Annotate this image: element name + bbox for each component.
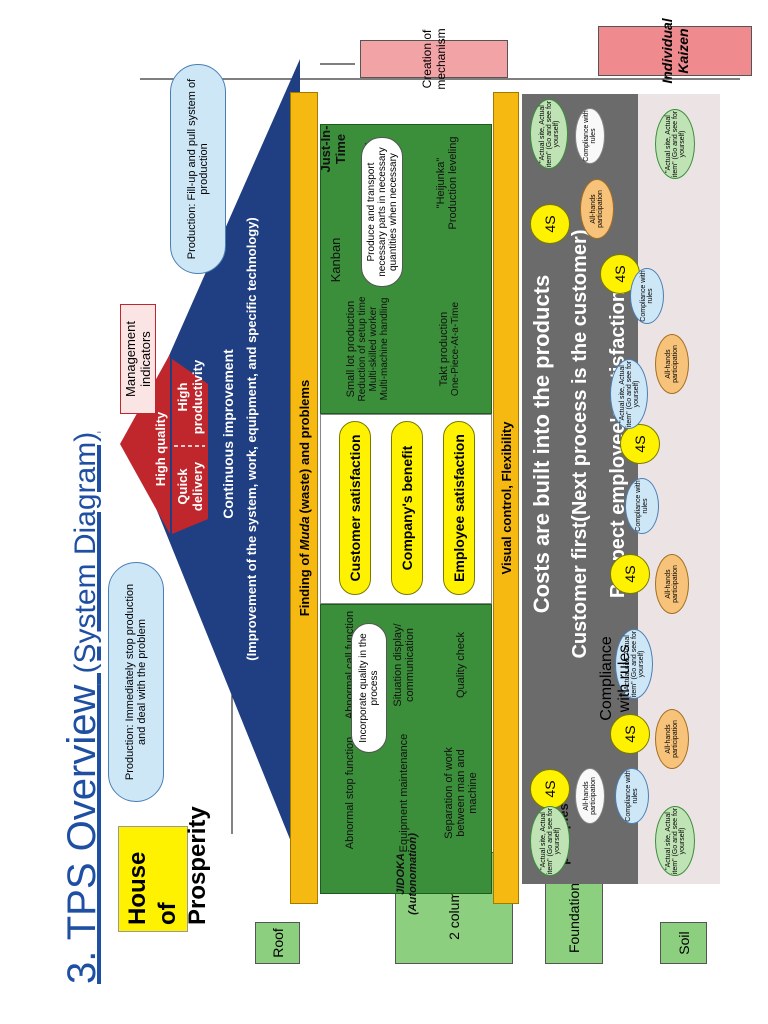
soil-allhands-5: All-hands participation xyxy=(580,179,614,239)
fours-bubble-3: 4S xyxy=(610,554,650,594)
soil-allhands-2: All-hands participation xyxy=(655,709,689,769)
soil-allhands-1: All-hands participation xyxy=(575,768,605,824)
jit-small-lot-b3: Multi-machine handling xyxy=(378,297,390,401)
fours-bubble-6: 4S xyxy=(530,204,570,244)
soil-allhands-4: All-hands participation xyxy=(655,334,689,394)
center-pill-employee: Employee satisfaction xyxy=(443,421,475,595)
center-pill-company: Company's benefit xyxy=(391,421,423,595)
soil-actual-site-4: "Actual site, Actual item" (Go and see f… xyxy=(610,359,648,429)
jit-small-lot-title: Small lot production xyxy=(344,300,357,398)
muda-bar-em: Muda xyxy=(296,516,312,551)
soil-actual-site-1: "Actual site, Actual item" (Go and see f… xyxy=(530,806,570,876)
roof-red-triangle xyxy=(120,354,170,534)
roof-continuous-improvement: Continuous improvement xyxy=(220,349,236,519)
jidoka-callout: Production: Immediately stop production … xyxy=(108,562,164,802)
muda-bar-after: (waste) and problems xyxy=(296,379,312,514)
jit-small-lot: Small lot production Reduction of setup … xyxy=(327,289,407,409)
soil-compliance-5: Compliance with rules xyxy=(575,108,605,164)
jit-kanban: Kanban xyxy=(327,237,343,283)
jidoka-item-2: Equipment maintenance xyxy=(398,733,410,853)
jidoka-title: JIDOKA (Autonomation) xyxy=(395,833,419,915)
jidoka-item-6: Quality check xyxy=(455,631,467,699)
soil-actual-site-2: "Actual site, Actual item" (Go and see f… xyxy=(655,806,695,876)
fours-bubble-1: 4S xyxy=(530,769,570,809)
jit-heijunka: "Heijunka" Production leveling xyxy=(435,136,459,230)
jidoka-item-3: Separation of work between man and machi… xyxy=(443,747,479,839)
management-indicators-box: Management indicators xyxy=(120,304,156,414)
visual-control-bar: Visual control, Flexibility xyxy=(493,92,519,904)
soil-compliance-2: Compliance with rules xyxy=(598,636,633,720)
roof-quick-delivery: Quick delivery xyxy=(175,461,205,512)
fours-bubble-4: 4S xyxy=(620,424,660,464)
jidoka-column: JIDOKA (Autonomation) Abnormal stop func… xyxy=(320,604,492,915)
jidoka-bubble: Incorporate quality in the process xyxy=(351,623,387,753)
soil-compliance-4: Compliance with rules xyxy=(630,268,664,324)
center-column: Customer satisfaction Company's benefit … xyxy=(320,414,492,604)
center-pill-customer: Customer satisfaction xyxy=(339,421,371,595)
soil-compliance-1: Compliance with rules xyxy=(615,768,649,824)
soil-actual-site-6: "Actual site, Actual item" (Go and see f… xyxy=(655,109,695,179)
jit-callout: Production: Fill-up and pull system of p… xyxy=(170,64,226,274)
jit-small-lot-b2: Multi-skilled worker xyxy=(367,306,379,392)
jit-title: Just-In-Time xyxy=(318,125,348,173)
soil-actual-site-5: "Actual site, Actual item" (Go and see f… xyxy=(530,99,568,169)
roof-high-quality: High quality xyxy=(152,411,168,487)
roof-blue xyxy=(130,59,300,864)
soil-allhands-3: All-hands participation xyxy=(655,554,689,614)
muda-bar-before: Finding of xyxy=(296,553,312,617)
jit-small-lot-b1: Reduction of setup time xyxy=(356,296,368,402)
jit-takt: Takt production One-Piece-At-a-Time xyxy=(419,289,479,409)
jit-takt-title: Takt production xyxy=(437,311,450,387)
roof-improvement-detail: (Improvement of the system, work, equipm… xyxy=(243,217,259,661)
jit-column: Small lot production Reduction of setup … xyxy=(318,124,492,414)
roof-high-productivity: High productivity xyxy=(175,359,205,435)
jit-bubble: Produce and transport necessary parts in… xyxy=(361,137,403,287)
jit-takt-b1: One-Piece-At-a-Time xyxy=(449,301,461,397)
muda-bar: Finding of Muda (waste) and problems xyxy=(290,92,318,904)
soil-compliance-3: Compliance with rules xyxy=(625,478,659,534)
